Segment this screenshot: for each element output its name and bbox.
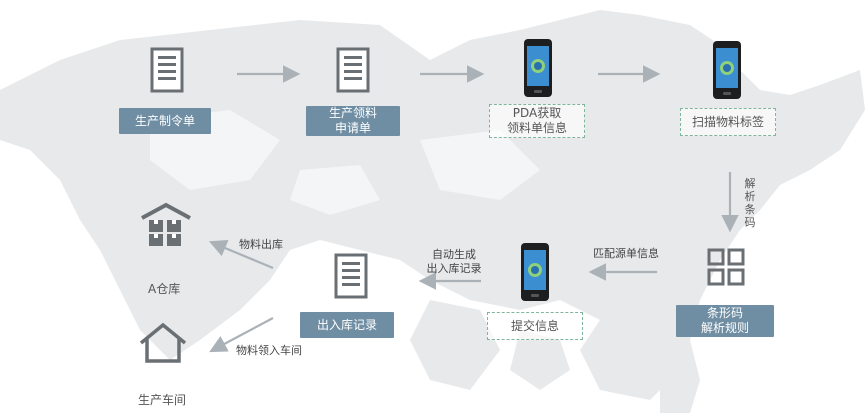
node-material-request: 生产领料 申请单 — [306, 106, 400, 136]
edge-label-material-out: 物料出库 — [239, 238, 283, 251]
node-io-record-label: 出入库记录 — [316, 317, 377, 332]
node-submit-info-label: 提交信息 — [510, 318, 559, 333]
node-submit-info: 提交信息 — [487, 312, 583, 340]
node-barcode-rule-label-line2: 解析规则 — [700, 321, 749, 335]
node-material-request-label-line1: 生产领料 — [328, 106, 377, 120]
edge-label-material-into-workshop: 物料领入车间 — [236, 344, 302, 357]
house-icon — [139, 322, 187, 363]
pda-phone-icon — [713, 41, 741, 99]
arrow-record-to-warehouse — [208, 239, 274, 270]
edge-label-parse-barcode: 解析条码 — [744, 177, 756, 229]
node-workshop-label: 生产车间 — [138, 393, 187, 407]
edge-label-auto-generate-line1: 自动生成 — [432, 248, 476, 261]
node-pda-fetch-label-line2: 领料单信息 — [506, 121, 567, 135]
edge-label-match-source: 匹配源单信息 — [593, 247, 659, 260]
edge-label-auto-generate-line2: 出入库记录 — [426, 262, 482, 275]
node-io-record: 出入库记录 — [300, 312, 394, 338]
barcode-grid-icon — [707, 248, 745, 286]
warehouse-icon — [141, 202, 191, 246]
node-production-order-label: 生产制令单 — [134, 113, 195, 128]
node-pda-fetch-label-line1: PDA获取 — [512, 106, 562, 120]
edge-label-auto-generate: 自动生成 出入库记录 — [424, 248, 484, 276]
node-material-request-label-line2: 申请单 — [334, 121, 371, 135]
node-barcode-rule: 条形码 解析规则 — [676, 305, 774, 337]
node-barcode-rule-label-line1: 条形码 — [706, 306, 743, 320]
node-pda-fetch: PDA获取 领料单信息 — [489, 104, 585, 138]
document-icon — [334, 253, 368, 299]
pda-phone-icon — [524, 39, 552, 97]
node-production-order: 生产制令单 — [119, 108, 211, 134]
node-scan-label-text: 扫描物料标签 — [691, 114, 764, 129]
node-scan-label: 扫描物料标签 — [680, 108, 776, 136]
node-warehouse-a-label: A仓库 — [148, 282, 181, 296]
document-icon — [150, 47, 184, 93]
document-icon — [336, 47, 370, 93]
arrow-record-to-workshop — [209, 317, 274, 353]
pda-phone-icon — [521, 243, 549, 301]
